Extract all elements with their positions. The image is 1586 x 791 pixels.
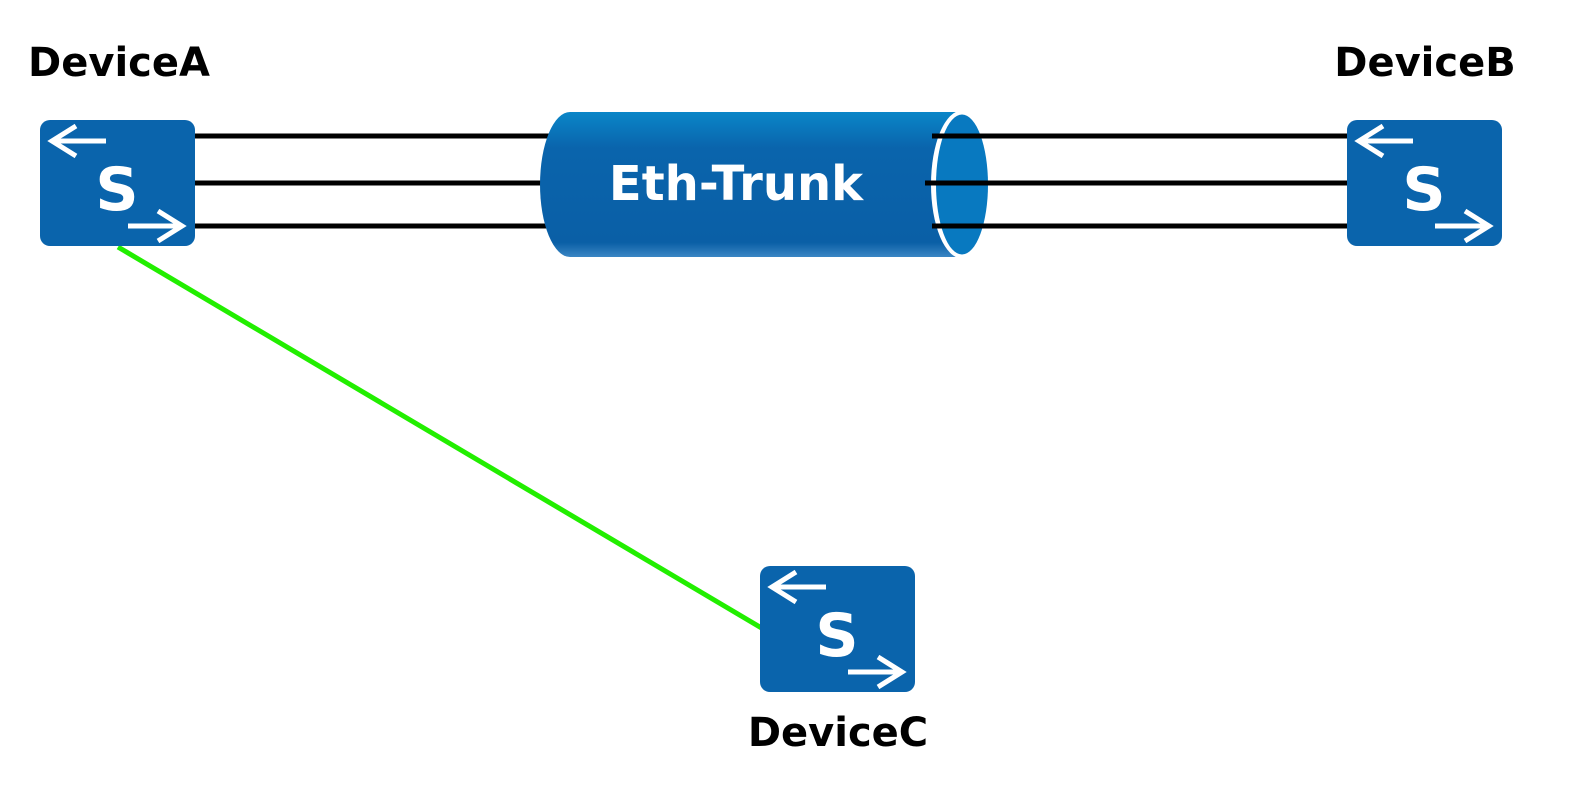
left-arrow-icon [767,569,826,605]
device-c[interactable]: S [760,566,915,692]
device-c-label: DeviceC [748,710,928,756]
left-arrow-icon [47,123,106,159]
left-arrow-icon [1354,123,1413,159]
device-a-label: DeviceA [28,40,210,86]
device-b-label: DeviceB [1334,40,1515,86]
device-a[interactable]: S [40,120,195,246]
switch-glyph: S [815,601,858,671]
eth-trunk-label: Eth-Trunk [609,156,864,212]
right-arrow-icon [848,654,907,690]
right-arrow-icon [1435,208,1494,244]
switch-glyph: S [95,155,138,225]
switch-icon [760,566,915,692]
right-arrow-icon [128,208,187,244]
device-b[interactable]: S [1347,120,1502,246]
switch-icon [40,120,195,246]
eth-trunk-tube-body [540,112,962,257]
switch-glyph: S [1402,155,1445,225]
access-link-a-c [116,244,777,639]
switch-icon [1347,120,1502,246]
eth-trunk-bundle: Eth-Trunk [540,110,993,259]
